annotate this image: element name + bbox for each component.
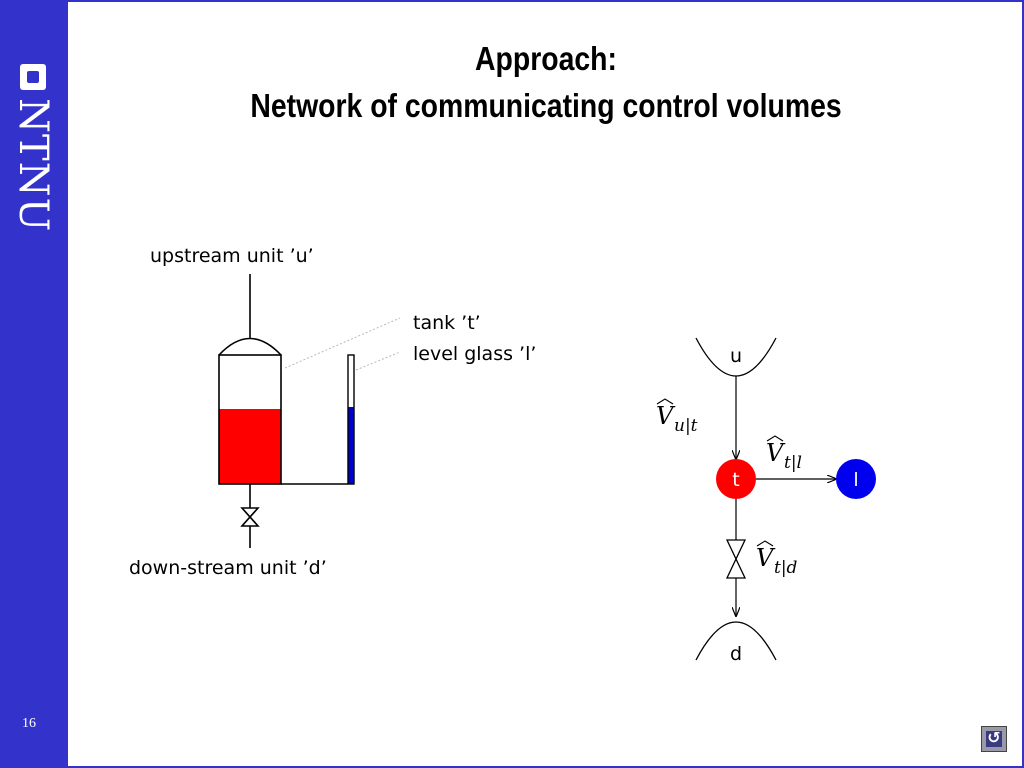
flow-ut-subscript: u|t: [674, 416, 698, 436]
flow-label-ut: V u|t: [656, 398, 698, 436]
tank-liquid: [219, 409, 281, 484]
tank-dome: [218, 337, 282, 356]
node-t-circle: [716, 459, 756, 499]
frame-top: [68, 0, 1024, 2]
sidebar: NTNU 16: [0, 0, 68, 768]
flow-tl-symbol: V: [766, 439, 786, 467]
frame-bottom: [68, 766, 1024, 768]
page-number: 16: [22, 716, 36, 731]
tank-leader-line: [284, 317, 401, 369]
flow-label-tl: V t|l: [766, 435, 802, 473]
ntnu-logo-icon: [20, 64, 46, 90]
level-glass: [347, 354, 355, 485]
upstream-unit-label: upstream unit ’u’: [150, 245, 314, 267]
downstream-unit-label: down-stream unit ’d’: [129, 557, 327, 579]
node-d-shape: [695, 621, 777, 661]
back-navigation-button[interactable]: ↺: [981, 726, 1007, 752]
node-l-label: l: [853, 469, 858, 491]
node-d-label: d: [730, 643, 742, 665]
flow-label-td: V t|d: [756, 540, 798, 578]
slide-title-line2: Network of communicating control volumes: [250, 87, 842, 124]
valve-icon: [240, 507, 260, 527]
level-glass-leader-line: [355, 351, 401, 371]
flow-td-hat: [756, 540, 774, 547]
process-sketch: upstream unit ’u’ down-stream unit ’d’ t…: [129, 245, 536, 579]
network-graph: u V u|t t V t|l l V t|d d: [656, 337, 876, 665]
flow-td-subscript: t|d: [774, 558, 798, 578]
flow-tl-hat: [766, 435, 784, 442]
flow-tl-subscript: t|l: [784, 453, 802, 473]
node-l-circle: [836, 459, 876, 499]
node-u-label: u: [730, 345, 742, 367]
level-glass-label: level glass ’l’: [413, 343, 536, 365]
level-glass-liquid: [348, 407, 354, 484]
flow-ut-hat: [656, 398, 674, 405]
tank-label: tank ’t’: [413, 312, 481, 334]
undo-arrow-icon: ↺: [987, 728, 1001, 747]
slide-title-line1: Approach:: [475, 40, 617, 77]
flow-ut-symbol: V: [656, 402, 676, 430]
ntnu-logo-text: NTNU: [10, 98, 56, 233]
node-t-label: t: [732, 469, 739, 491]
flow-td-symbol: V: [756, 544, 776, 572]
frame-right: [1022, 0, 1024, 768]
network-valve-icon: [725, 539, 747, 579]
